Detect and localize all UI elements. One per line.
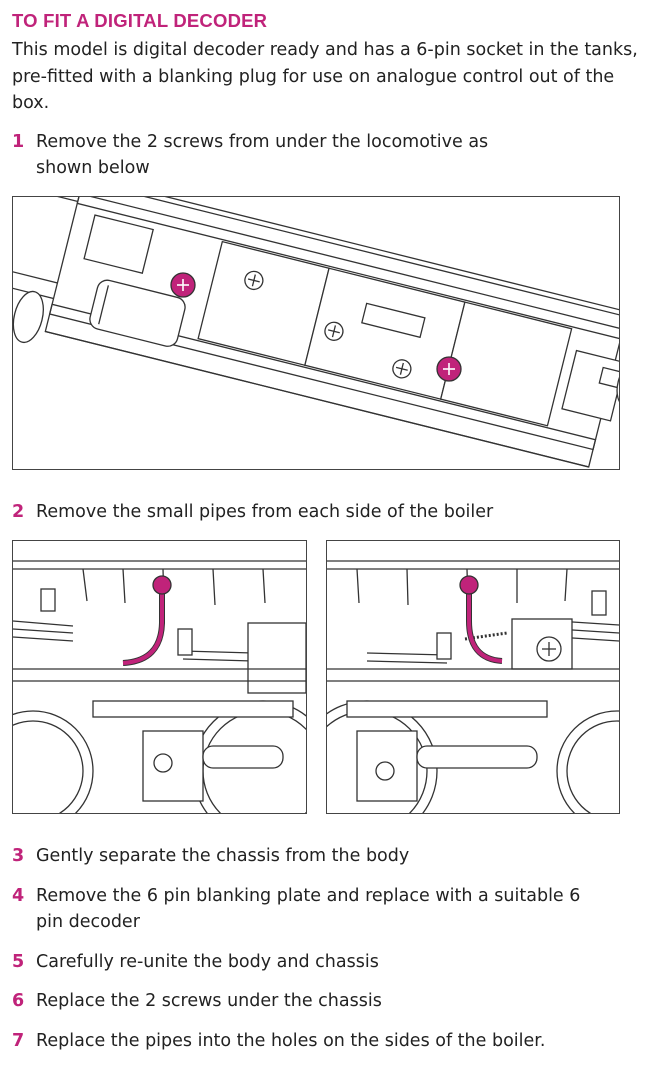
step-number: 4 xyxy=(12,886,25,906)
step-text: Remove the 2 screws from under the locom… xyxy=(36,132,489,178)
step-number: 1 xyxy=(12,132,25,152)
highlighted-screw-1 xyxy=(170,272,196,298)
step-number: 3 xyxy=(12,846,25,866)
step-text: Replace the pipes into the holes on the … xyxy=(36,1031,546,1051)
page-title: TO FIT A DIGITAL DECODER xyxy=(12,10,268,31)
step-number: 2 xyxy=(12,502,25,522)
boiler-pipe-right-diagram xyxy=(326,540,620,814)
step-number: 6 xyxy=(12,991,25,1011)
step-number: 5 xyxy=(12,952,25,972)
step-3: 3 Gently separate the chassis from the b… xyxy=(12,843,612,869)
step-number: 7 xyxy=(12,1031,25,1051)
locomotive-underside-illustration xyxy=(13,197,619,468)
step-text: Gently separate the chassis from the bod… xyxy=(36,846,410,866)
step-5: 5 Carefully re-unite the body and chassi… xyxy=(12,949,612,975)
pipe-highlight xyxy=(459,575,503,664)
boiler-pipe-right-illustration xyxy=(327,560,619,813)
underside-diagram xyxy=(12,196,620,470)
step-text: Remove the 6 pin blanking plate and repl… xyxy=(36,886,581,932)
step-text: Replace the 2 screws under the chassis xyxy=(36,991,382,1011)
step-text: Remove the small pipes from each side of… xyxy=(36,502,494,522)
step-4: 4 Remove the 6 pin blanking plate and re… xyxy=(12,883,592,935)
boiler-pipe-left-illustration xyxy=(13,560,306,813)
step-1: 1 Remove the 2 screws from under the loc… xyxy=(12,129,532,181)
highlighted-screw-2 xyxy=(436,356,462,382)
pipe-highlight xyxy=(122,575,172,666)
step-text: Carefully re-unite the body and chassis xyxy=(36,952,379,972)
intro-paragraph: This model is digital decoder ready and … xyxy=(12,40,638,113)
step-2: 2 Remove the small pipes from each side … xyxy=(12,499,612,525)
step-6: 6 Replace the 2 screws under the chassis xyxy=(12,988,612,1014)
boiler-pipe-left-diagram xyxy=(12,540,307,814)
step-7: 7 Replace the pipes into the holes on th… xyxy=(12,1028,632,1054)
